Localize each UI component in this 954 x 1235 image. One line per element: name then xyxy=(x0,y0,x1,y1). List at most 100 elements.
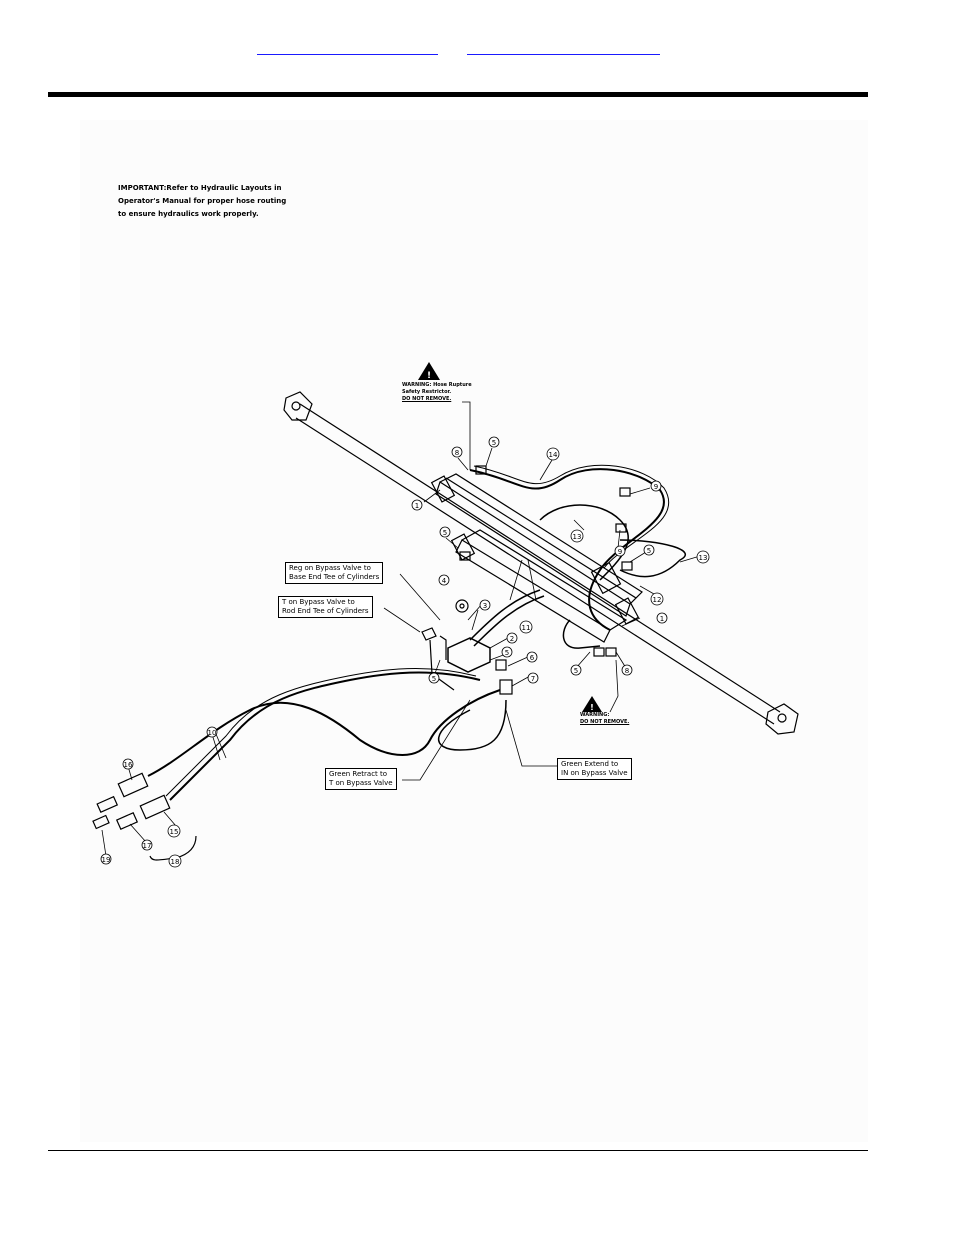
coupler-15 xyxy=(139,794,171,820)
balloon-8-bottom: 8 xyxy=(621,664,633,676)
important-note-line: to ensure hydraulics work properly. xyxy=(118,210,259,218)
svg-text:5: 5 xyxy=(505,649,509,657)
header-link-1[interactable] xyxy=(257,40,438,55)
svg-text:15: 15 xyxy=(170,828,179,836)
balloon-5-lower-left: 5 xyxy=(428,672,440,684)
hose-12 xyxy=(562,619,601,649)
svg-text:17: 17 xyxy=(143,842,152,850)
warning-line: WARNING: Hose Rupture xyxy=(402,382,472,388)
balloon-1-top: 1 xyxy=(411,499,423,511)
balloon-15: 15 xyxy=(167,824,181,838)
balloon-2: 2 xyxy=(506,632,518,644)
svg-text:5: 5 xyxy=(432,675,436,683)
coupler-16 xyxy=(117,772,149,798)
callout-line: Base End Tee of Cylinders xyxy=(289,573,380,581)
fitting-6 xyxy=(495,659,507,671)
svg-text:9: 9 xyxy=(618,548,622,556)
balloon-14: 14 xyxy=(546,447,560,461)
svg-text:5: 5 xyxy=(647,547,651,555)
warning-line: WARNING: xyxy=(580,712,610,718)
callout-green-extend: Green Extend to IN on Bypass Valve xyxy=(557,758,632,780)
balloon-6: 6 xyxy=(526,651,538,663)
clevis-pin-top xyxy=(291,401,301,411)
important-note: IMPORTANT:Refer to Hydraulic Layouts in … xyxy=(118,182,318,221)
warning-icon-bottom: ! xyxy=(582,696,602,712)
svg-text:8: 8 xyxy=(625,667,629,675)
diagram-panel xyxy=(80,120,868,1142)
warning-line: Safety Restrictor. xyxy=(402,389,452,395)
balloon-17: 17 xyxy=(141,839,153,851)
callout-green-retract: Green Retract to T on Bypass Valve xyxy=(325,768,397,790)
callout-line: Rod End Tee of Cylinders xyxy=(282,607,369,615)
svg-text:13: 13 xyxy=(699,554,708,562)
balloon-16: 16 xyxy=(122,758,134,770)
clevis-pin-bottom xyxy=(777,713,787,723)
svg-text:2: 2 xyxy=(510,635,514,643)
callout-line: T on Bypass Valve to xyxy=(282,598,355,606)
svg-text:5: 5 xyxy=(492,439,496,447)
svg-text:3: 3 xyxy=(483,602,487,610)
callout-line: IN on Bypass Valve xyxy=(561,769,628,777)
balloon-5-top: 5 xyxy=(488,436,500,448)
balloon-3: 3 xyxy=(479,599,491,611)
clevis-bottom-right xyxy=(765,703,799,735)
balloon-5-valve: 5 xyxy=(501,646,513,658)
balloon-4: 4 xyxy=(438,574,450,586)
upper-cylinder-body xyxy=(435,481,631,617)
warning-label-top: WARNING: Hose Rupture Safety Restrictor.… xyxy=(402,382,472,403)
svg-text:5: 5 xyxy=(443,529,447,537)
callout-line: T on Bypass Valve xyxy=(329,779,393,787)
warning-line: DO NOT REMOVE. xyxy=(580,719,630,725)
hose-14 xyxy=(469,468,665,631)
clevis-top-left xyxy=(283,391,313,421)
svg-text:19: 19 xyxy=(102,856,111,864)
flow-control-4 xyxy=(455,599,469,613)
balloon-7: 7 xyxy=(527,672,539,684)
balloon-5-right: 5 xyxy=(643,544,655,556)
svg-text:7: 7 xyxy=(531,675,535,683)
callout-line: Green Extend to xyxy=(561,760,619,768)
balloon-11: 11 xyxy=(519,620,533,634)
warning-icon-top: ! xyxy=(418,362,440,381)
balloon-13-a: 13 xyxy=(570,529,584,543)
warning-label-bottom: WARNING: DO NOT REMOVE. xyxy=(580,712,629,726)
important-note-line: Operator's Manual for proper hose routin… xyxy=(118,197,287,205)
svg-text:16: 16 xyxy=(124,761,133,769)
balloon-19: 19 xyxy=(100,853,112,865)
balloon-5-bottom: 5 xyxy=(570,664,582,676)
svg-text:11: 11 xyxy=(522,624,531,632)
coupler-17 xyxy=(115,811,139,831)
svg-text:1: 1 xyxy=(660,615,664,623)
main-cylinder-tube xyxy=(295,403,781,725)
balloon-13-b: 13 xyxy=(696,550,710,564)
hose-10-b xyxy=(169,671,481,801)
hose-10-a xyxy=(147,689,501,777)
fitting-7 xyxy=(499,679,513,695)
important-note-line: IMPORTANT:Refer to Hydraulic Layouts in xyxy=(118,184,282,192)
balloon-9-mid: 9 xyxy=(614,545,626,557)
balloon-1-bottom: 1 xyxy=(656,612,668,624)
callout-t-bypass: T on Bypass Valve to Rod End Tee of Cyli… xyxy=(278,596,373,618)
svg-text:!: ! xyxy=(427,371,431,381)
balloon-10: 10 xyxy=(206,726,218,738)
plug-19 xyxy=(92,814,110,830)
balloon-5-left: 5 xyxy=(439,526,451,538)
svg-text:14: 14 xyxy=(549,451,558,459)
svg-text:1: 1 xyxy=(415,502,419,510)
balloon-9-top: 9 xyxy=(650,480,662,492)
svg-text:!: ! xyxy=(590,703,594,712)
balloon-12: 12 xyxy=(650,592,664,606)
svg-text:13: 13 xyxy=(573,533,582,541)
hose-13-b xyxy=(619,539,687,578)
hose-11 xyxy=(469,589,545,647)
balloon-18: 18 xyxy=(168,854,182,868)
header-link-2[interactable] xyxy=(467,40,660,55)
svg-text:12: 12 xyxy=(653,596,662,604)
svg-text:6: 6 xyxy=(530,654,535,662)
svg-text:9: 9 xyxy=(654,483,658,491)
svg-text:4: 4 xyxy=(442,577,447,585)
svg-text:5: 5 xyxy=(574,667,578,675)
callout-reg-bypass: Reg on Bypass Valve to Base End Tee of C… xyxy=(285,562,384,584)
callout-line: Green Retract to xyxy=(329,770,388,778)
